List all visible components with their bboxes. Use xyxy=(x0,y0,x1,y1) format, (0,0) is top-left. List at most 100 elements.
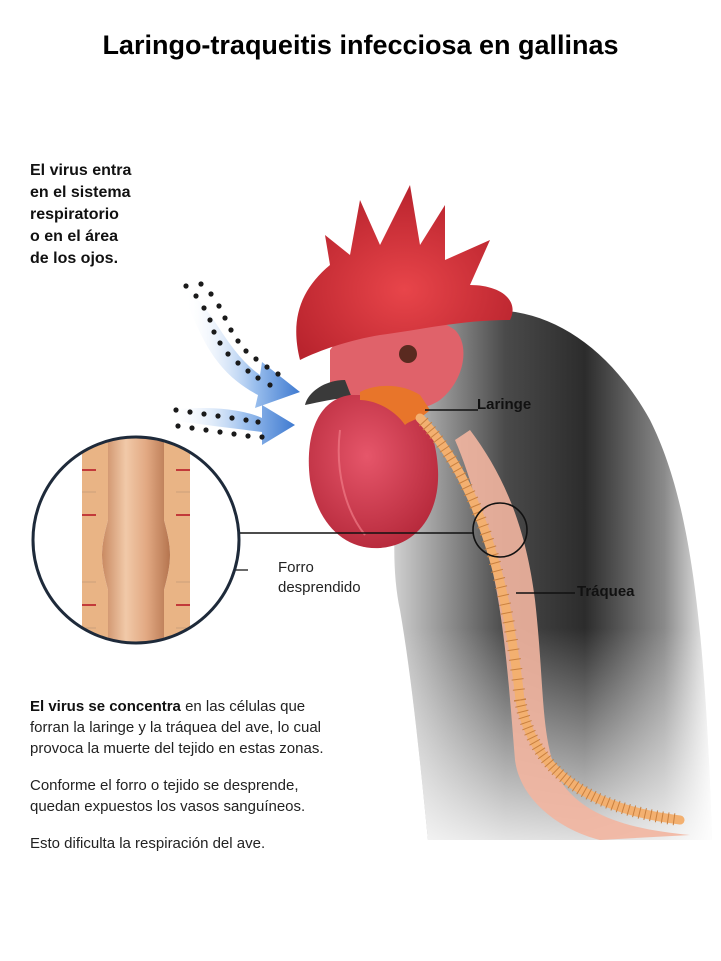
virus-particle xyxy=(245,368,251,374)
virus-particle xyxy=(222,315,228,321)
text-run: en las células que xyxy=(180,698,306,715)
label-traquea: Tráquea xyxy=(577,583,635,600)
trachea-ring xyxy=(537,751,549,760)
trachea-ring xyxy=(432,435,444,444)
rooster-neck xyxy=(394,310,712,840)
paragraph-line: Conforme el forro o tejido se desprende, xyxy=(30,777,299,794)
intro-text: El virus entra en el sistema respiratori… xyxy=(30,160,230,270)
trachea-ring xyxy=(469,503,481,509)
virus-particle xyxy=(189,425,195,431)
virus-particle xyxy=(228,327,234,333)
virus-particle xyxy=(243,417,249,423)
rooster-beak xyxy=(305,380,352,405)
virus-particle xyxy=(198,281,204,287)
trachea-ring xyxy=(526,734,538,741)
trachea-ring xyxy=(534,747,546,755)
trachea-ring xyxy=(482,537,494,543)
trachea-ring xyxy=(499,602,512,606)
trachea-ring xyxy=(660,811,664,824)
label-forro-line: desprendido xyxy=(278,579,361,596)
trachea-ring xyxy=(514,698,526,702)
trachea-ring xyxy=(626,803,631,816)
trachea-ring xyxy=(497,593,510,598)
paragraph-line: El virus se concentra en las células que xyxy=(30,696,420,717)
virus-particle xyxy=(187,409,193,415)
trachea-ring xyxy=(580,786,588,798)
trachea-ring xyxy=(464,490,476,497)
rooster-head xyxy=(330,314,464,412)
eye-icon xyxy=(399,345,417,363)
trachea-ring xyxy=(544,758,555,768)
paragraph-line: Esto dificulta la respiración del ave. xyxy=(30,835,266,852)
virus-particle xyxy=(211,329,217,335)
virus-particle xyxy=(175,423,181,429)
trachea-ring xyxy=(520,720,532,725)
trachea-ring xyxy=(446,455,457,463)
trachea-ring xyxy=(576,783,584,795)
trachea-ring xyxy=(495,585,508,590)
trachea-ring xyxy=(477,523,489,529)
trachea-ring xyxy=(449,460,461,468)
virus-particle xyxy=(207,317,213,323)
trachea-ring xyxy=(522,725,534,731)
virus-particle xyxy=(264,364,270,370)
virus-particle xyxy=(217,340,223,346)
paragraph-line: quedan expuestos los vasos sanguíneos. xyxy=(30,798,306,815)
rooster-comb xyxy=(296,185,513,360)
virus-particle xyxy=(253,356,259,362)
label-forro-line: Forro xyxy=(278,559,314,576)
virus-particle xyxy=(255,419,261,425)
trachea-ring xyxy=(547,762,558,772)
virus-particle xyxy=(217,429,223,435)
paragraph-line: provoca la muerte del tejido en estas zo… xyxy=(30,740,324,757)
trachea-ring xyxy=(672,813,676,826)
trachea-ring xyxy=(615,800,621,813)
trachea-ring xyxy=(632,805,637,818)
intro-line: de los ojos. xyxy=(30,250,119,267)
trachea-ring xyxy=(637,806,642,819)
virus-particle xyxy=(259,434,265,440)
virus-particle xyxy=(275,371,281,377)
label-forro-desprendido: Forro desprendido xyxy=(278,558,361,598)
trachea-ring xyxy=(595,793,602,805)
trachea-ring xyxy=(486,553,499,558)
trachea-ring xyxy=(439,445,451,453)
trachea-ring xyxy=(590,790,597,803)
virus-particle xyxy=(245,433,251,439)
virus-particle xyxy=(235,338,241,344)
trachea-ring xyxy=(493,576,506,581)
trachea-ring xyxy=(649,809,653,822)
intro-line: respiratorio xyxy=(30,206,119,223)
trachea-ring xyxy=(491,568,504,573)
trachea-ring xyxy=(515,704,528,708)
trachea-ring xyxy=(643,808,647,821)
trachea-ring xyxy=(551,765,561,776)
page-title: Laringo-traqueitis infecciosa en gallina… xyxy=(102,30,619,60)
virus-particle xyxy=(216,303,222,309)
rooster-wattle xyxy=(308,395,439,549)
body-text: El virus se concentra en las células que… xyxy=(30,680,420,870)
virus-particle xyxy=(225,351,231,357)
trachea-ring xyxy=(518,714,531,720)
trachea-ring xyxy=(479,530,492,536)
virus-particle xyxy=(215,413,221,419)
trachea-ring xyxy=(563,775,572,786)
trachea-ring xyxy=(442,450,454,458)
trachea-ring xyxy=(461,484,473,491)
trachea-ring xyxy=(422,421,433,431)
trachea-ring xyxy=(466,496,479,503)
trachea-ring xyxy=(516,709,529,714)
trachea-ring xyxy=(585,788,593,800)
virus-particle xyxy=(229,415,235,421)
trachea-ring xyxy=(436,440,447,448)
trachea-ring xyxy=(474,516,487,522)
trachea-ring xyxy=(502,620,515,624)
magnifier-circle-icon xyxy=(472,502,528,558)
virus-particle xyxy=(231,431,237,437)
trachea-ring xyxy=(505,638,518,642)
larynx xyxy=(360,385,430,425)
trachea-ring xyxy=(511,678,524,681)
trachea-ring xyxy=(507,648,520,652)
trachea-ring xyxy=(621,802,626,815)
